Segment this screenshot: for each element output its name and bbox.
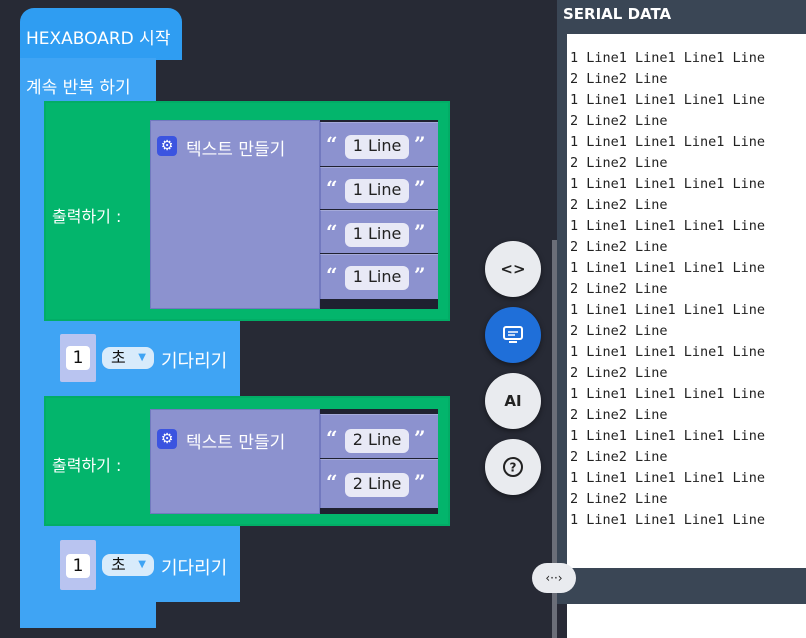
forever-loop-footer[interactable] <box>20 606 155 628</box>
text-item-input[interactable]: 1 Line <box>345 179 409 203</box>
close-quote-icon: ” <box>414 176 426 200</box>
open-quote-icon: “ <box>326 176 338 200</box>
print-block-1-label: 출력하기 : <box>52 207 122 226</box>
serial-line: 1 Line1 Line1 Line1 Line <box>570 428 766 444</box>
open-quote-icon: “ <box>326 220 338 244</box>
serial-panel-title: SERIAL DATA <box>563 5 672 23</box>
make-text-block-1[interactable] <box>150 120 320 309</box>
help-button[interactable]: ? <box>485 439 541 495</box>
serial-line: 2 Line2 Line <box>570 71 668 87</box>
serial-input-area[interactable] <box>567 604 806 638</box>
close-quote-icon: ” <box>414 470 426 494</box>
text-item-input[interactable]: 2 Line <box>345 429 409 453</box>
serial-line: 1 Line1 Line1 Line1 Line <box>570 512 766 528</box>
time-unit-dropdown[interactable]: 초 ▼ <box>102 347 154 369</box>
serial-line: 1 Line1 Line1 Line1 Line <box>570 386 766 402</box>
serial-line: 2 Line2 Line <box>570 197 668 213</box>
wait-block-1-label: 기다리기 <box>161 351 228 372</box>
chevron-down-icon: ▼ <box>138 352 146 363</box>
make-text-block-2[interactable] <box>150 409 320 514</box>
serial-line: 1 Line1 Line1 Line1 Line <box>570 344 766 360</box>
serial-line: 2 Line2 Line <box>570 491 668 507</box>
chevron-down-icon: ▼ <box>138 559 146 570</box>
panel-scrollbar[interactable] <box>552 240 557 638</box>
make-text-block-1-label: 텍스트 만들기 <box>186 140 286 160</box>
close-quote-icon: ” <box>414 220 426 244</box>
text-item-input[interactable]: 2 Line <box>345 473 409 497</box>
ai-button[interactable]: AI <box>485 373 541 429</box>
serial-monitor-button[interactable] <box>485 307 541 363</box>
make-text-block-2-label: 텍스트 만들기 <box>186 433 286 453</box>
code-view-button[interactable]: <> <box>485 241 541 297</box>
serial-line: 2 Line2 Line <box>570 365 668 381</box>
open-quote-icon: “ <box>326 132 338 156</box>
text-item-input[interactable]: 1 Line <box>345 223 409 247</box>
start-block[interactable] <box>20 8 182 60</box>
serial-line: 1 Line1 Line1 Line1 Line <box>570 260 766 276</box>
serial-line: 2 Line2 Line <box>570 281 668 297</box>
open-quote-icon: “ <box>326 426 338 450</box>
serial-line: 1 Line1 Line1 Line1 Line <box>570 302 766 318</box>
text-item-input[interactable]: 1 Line <box>345 135 409 159</box>
serial-line: 1 Line1 Line1 Line1 Line <box>570 218 766 234</box>
close-quote-icon: ” <box>414 132 426 156</box>
serial-line: 1 Line1 Line1 Line1 Line <box>570 50 766 66</box>
close-quote-icon: ” <box>414 426 426 450</box>
serial-line: 2 Line2 Line <box>570 113 668 129</box>
time-unit-dropdown[interactable]: 초 ▼ <box>102 554 154 576</box>
serial-line: 2 Line2 Line <box>570 407 668 423</box>
open-quote-icon: “ <box>326 263 338 287</box>
time-unit-value: 초 <box>111 348 126 367</box>
serial-panel-header <box>557 0 806 34</box>
serial-line: 2 Line2 Line <box>570 323 668 339</box>
wait-seconds-input[interactable]: 1 <box>66 346 90 370</box>
serial-line: 1 Line1 Line1 Line1 Line <box>570 176 766 192</box>
gear-icon[interactable]: ⚙ <box>157 136 177 156</box>
monitor-icon <box>503 326 523 343</box>
ai-label: AI <box>504 392 522 410</box>
gear-icon[interactable]: ⚙ <box>157 429 177 449</box>
text-item-input[interactable]: 1 Line <box>345 266 409 290</box>
print-block-2-label: 출력하기 : <box>52 456 122 475</box>
resize-icon: ‹··› <box>545 571 563 585</box>
serial-line: 2 Line2 Line <box>570 449 668 465</box>
serial-line: 1 Line1 Line1 Line1 Line <box>570 92 766 108</box>
help-icon: ? <box>503 457 523 477</box>
resize-handle[interactable]: ‹··› <box>532 563 576 593</box>
forever-loop-label: 계속 반복 하기 <box>26 78 131 98</box>
open-quote-icon: “ <box>326 470 338 494</box>
code-icon: <> <box>500 260 526 278</box>
serial-line: 1 Line1 Line1 Line1 Line <box>570 134 766 150</box>
svg-text:?: ? <box>510 461 517 475</box>
close-quote-icon: ” <box>414 263 426 287</box>
start-block-label: HEXABOARD 시작 <box>26 29 171 49</box>
time-unit-value: 초 <box>111 555 126 574</box>
wait-block-2-label: 기다리기 <box>161 558 228 579</box>
serial-output[interactable] <box>567 34 806 568</box>
serial-line: 2 Line2 Line <box>570 155 668 171</box>
wait-seconds-input[interactable]: 1 <box>66 554 90 578</box>
serial-line: 1 Line1 Line1 Line1 Line <box>570 470 766 486</box>
serial-output-lines: 1 Line1 Line1 Line1 Line 2 Line2 Line 1 Li… <box>570 48 806 531</box>
serial-line: 2 Line2 Line <box>570 239 668 255</box>
